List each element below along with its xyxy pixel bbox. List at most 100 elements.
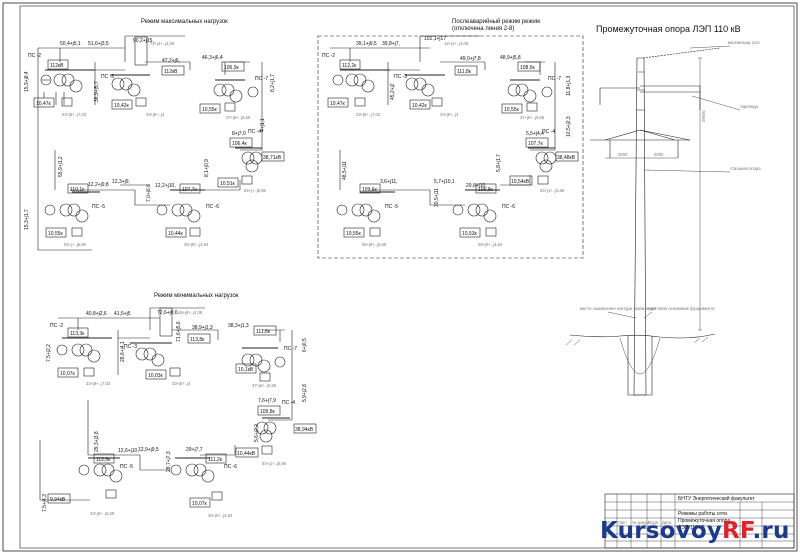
min-flow-label: 12,6+j10,	[118, 448, 139, 454]
post-flow-label: 3,6+j11,	[380, 179, 398, 185]
max-load-label: 72+j4+..j4,09	[150, 41, 175, 46]
max-bus-voltage: 112кВ	[164, 69, 178, 75]
ground-hatch	[565, 336, 709, 346]
min-lv-voltage: 10,07к	[60, 371, 76, 377]
min-load-label: 26+j8+..j4,09	[178, 310, 203, 315]
max-bus-voltage: 106,4к	[232, 141, 248, 147]
max-substation-5	[44, 183, 89, 238]
min-flow-label: 7,5+j2,2	[46, 344, 52, 362]
max-station-name: ПС -3	[101, 74, 114, 80]
tower-mast	[633, 57, 647, 396]
height-dimension	[698, 57, 702, 331]
min-flow-label: 7,6+j7,9	[258, 398, 276, 404]
post-load-label: 33+j8+..j4	[440, 112, 459, 117]
post-bus-voltage: 106,9к	[478, 187, 494, 193]
post-lv-voltage: 10,55к	[504, 107, 520, 113]
max-title: Режим максимальных нагрузок	[141, 19, 228, 25]
min-station-name: ПС -2	[50, 323, 63, 329]
post-flow-label: 10,5+j2,3	[566, 116, 572, 137]
post-line-bottom	[370, 175, 531, 206]
title-block-line: ЛЭП 110 кВ	[678, 525, 705, 531]
min-substation-2	[56, 327, 101, 378]
watermark-part: .ru	[752, 518, 790, 544]
post-station-name: ПС -5	[385, 204, 398, 210]
min-flow-label: 28,7+j7,3	[166, 451, 172, 472]
title-block-org: БНТУ Энергетический факультет	[678, 495, 755, 502]
max-station-name: ПС -4	[248, 129, 261, 135]
max-load-label: 54+j+..j5,86	[244, 188, 267, 193]
min-flow-label: 5,6+j2,2	[254, 424, 260, 442]
post-flow-label: 48,5+j11	[342, 161, 348, 180]
post-station-name: ПС -6	[502, 204, 515, 210]
tower-title: Промежуточная опора ЛЭП 110 кВ	[596, 24, 741, 34]
tower-upper-arm	[600, 85, 701, 93]
max-flow-label: 12,3+j9,	[112, 179, 130, 185]
max-load-label: 33+j8+..j4	[146, 112, 165, 117]
post-load-label: 55+j8+..j5,69	[362, 242, 387, 247]
post-load-label: 54+j1+..j5,86	[540, 188, 565, 193]
post-flow-label: 45,2+j2	[390, 83, 396, 100]
title-block-cols	[616, 494, 763, 548]
min-load-label: 54+j1+..j5,86	[262, 461, 287, 466]
post-substation-3	[405, 65, 478, 110]
min-substation-5	[47, 453, 123, 504]
title-block-frame	[604, 493, 795, 549]
tower-lower-arm	[590, 129, 690, 141]
min-station-name: ПС -7	[284, 346, 297, 352]
min-substation-3	[135, 307, 211, 380]
width-dimension-value: 2000	[618, 152, 628, 157]
post-lv-voltage: 10,53к	[462, 231, 478, 237]
post-bus-voltage: 107,7к	[528, 141, 544, 147]
max-station-name: ПС -5	[92, 204, 105, 210]
max-line-mid	[94, 61, 250, 105]
min-flow-label: 29,3+j3,8	[94, 431, 100, 452]
post-flow-label: 5,7+j10,1	[434, 179, 455, 185]
min-lv-voltage: 10,1кВ	[238, 367, 254, 373]
foundation-outline	[619, 337, 661, 374]
max-station-name: ПС -6	[206, 204, 219, 210]
ground-wire	[642, 47, 721, 59]
max-station-name: ПС -2	[28, 53, 41, 59]
post-station-name: ПС -4	[542, 129, 555, 135]
max-flow-label: 51,6+j3,5	[88, 41, 109, 47]
min-flow-label: 5,9+j2,8	[302, 384, 308, 402]
min-line-top	[58, 307, 205, 330]
post-lv-voltage: 10,47к	[330, 101, 346, 107]
post-flow-label: 5,5+j4,4	[526, 131, 544, 137]
post-flow-label: 30,5+j11	[434, 188, 440, 207]
max-flow-label: 36,9+j5,7	[94, 81, 100, 102]
min-lv-voltage: 10,03к	[148, 373, 164, 379]
min-load-label: 33+j8+..j5,69	[90, 511, 115, 516]
title-block-line: Режимы работы сети.	[678, 511, 728, 517]
max-flow-label: 46,3+j6,4	[202, 55, 223, 61]
leader-lines	[607, 45, 741, 319]
max-bus-voltage: 112кВ	[50, 63, 64, 69]
height-dimension-value: 29500	[701, 110, 706, 122]
min-lv-voltage: 9,94кВ	[50, 497, 66, 503]
min-load-label: 26+j0+..j4,84	[208, 513, 233, 518]
min-substation-6	[170, 453, 227, 508]
tower-label: молниезащ.трос	[728, 40, 760, 45]
post-lv-voltage: 10,55к	[346, 231, 362, 237]
max-load-diagram: Режим максимальных нагрузок	[24, 19, 285, 251]
title-block-rows	[605, 501, 794, 542]
post-flow-label: 29,6+j10,	[466, 183, 487, 189]
max-substation-7	[199, 61, 259, 114]
post-bus-voltage: 112,2к	[342, 63, 357, 69]
max-bus-voltage: 106,9к	[224, 65, 240, 71]
min-title: Режим минимальных нагрузок	[154, 293, 239, 299]
min-flow-label: 38,3+j1,3	[228, 323, 249, 329]
ground-line	[569, 333, 716, 339]
post-lv-voltage: 10,42к	[412, 103, 428, 109]
post-load-label: 26+j0+..j4,84	[478, 242, 503, 247]
max-load-label: 25+j8+..j4,84	[184, 242, 209, 247]
post-line-right	[530, 62, 556, 151]
max-flow-label: 50,4+j5,1	[60, 41, 81, 47]
min-substation-7	[235, 325, 286, 382]
drawing-border	[19, 5, 795, 549]
post-lv-voltage: 10,54кВ	[511, 179, 530, 185]
min-line-right	[268, 330, 293, 421]
post-busbars	[340, 69, 555, 193]
max-lv-voltage: 10,47к	[36, 101, 52, 107]
